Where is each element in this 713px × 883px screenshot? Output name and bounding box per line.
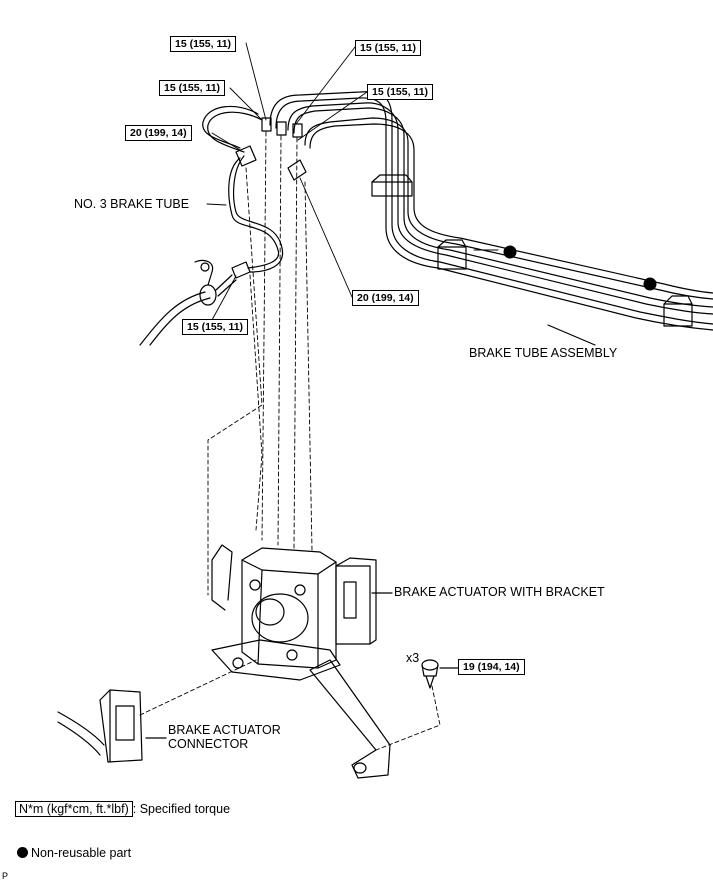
alignment-lines [139,131,441,751]
no3-brake-tube-label: NO. 3 BRAKE TUBE [74,197,190,211]
torque-label: 19 (194, 14) [458,659,525,675]
torque-label: 15 (155, 11) [182,319,249,335]
torque-label: 15 (155, 11) [170,36,237,52]
non-reusable-text: Non-reusable part [31,846,132,860]
non-reusable-legend: Non-reusable part [17,846,131,860]
torque-label: 20 (199, 14) [125,125,192,141]
mounting-bolt [421,659,459,689]
brake-actuator-connector-label-line1: BRAKE ACTUATOR [168,723,281,737]
torque-label: 15 (155, 11) [159,80,226,96]
torque-unit-box: N*m (kgf*cm, ft.*lbf) [15,801,133,817]
tube-fittings [231,117,307,279]
leader-lines [206,42,499,321]
brake-actuator-with-bracket-label: BRAKE ACTUATOR WITH BRACKET [394,585,605,599]
non-reusable-marker-2 [643,277,657,291]
brake-actuator-connector-label-line2: CONNECTOR [168,737,249,751]
brake-tube-assembly-label: BRAKE TUBE ASSEMBLY [469,346,618,360]
no3-brake-tube [139,105,284,346]
non-reusable-dot-icon [17,847,28,858]
brake-actuator-body [211,544,393,779]
brake-tube-assembly [269,91,713,346]
bolt-quantity-label: x3 [406,651,420,665]
brake-actuator-connector [57,689,167,763]
torque-unit-desc: : Specified torque [132,802,231,816]
torque-label: 20 (199, 14) [352,290,419,306]
corner-mark: P [2,871,9,881]
torque-label: 15 (155, 11) [367,84,434,100]
brake-actuator-connector-label: BRAKE ACTUATOR CONNECTOR [168,723,281,751]
torque-legend: N*m (kgf*cm, ft.*lbf): Specified torque [15,801,230,817]
non-reusable-marker-1 [503,245,517,259]
torque-label: 15 (155, 11) [355,40,422,56]
